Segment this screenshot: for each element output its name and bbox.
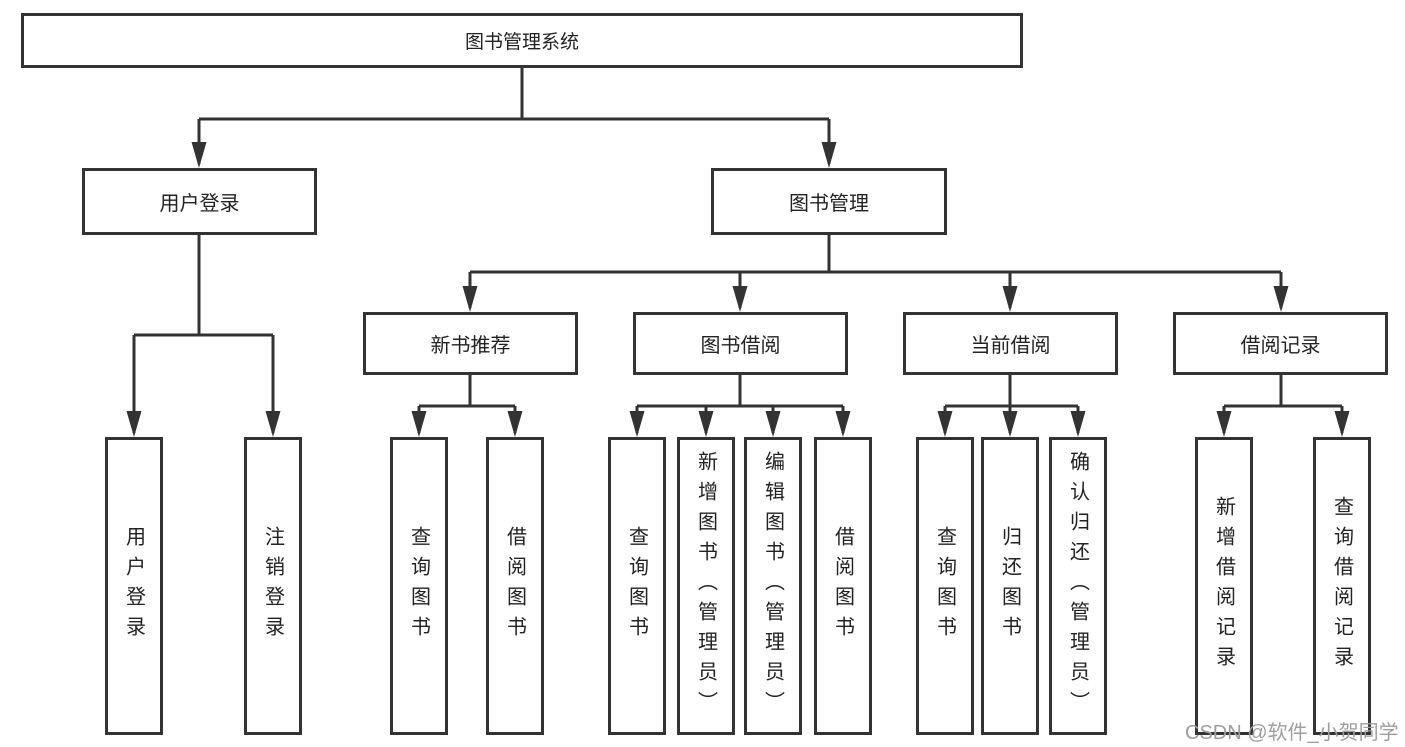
leaf-borrow-books-borrowing-label: 借阅图书: [831, 526, 854, 646]
leaf-query-books-borrowing: 查询图书: [608, 437, 666, 735]
leaf-edit-books-admin-label: 编辑图书（管理员）: [761, 451, 784, 721]
leaf-borrow-books-recommend-label: 借阅图书: [503, 526, 526, 646]
node-library-management-system: 图书管理系统: [21, 13, 1023, 68]
leaf-add-borrow-record: 新增借阅记录: [1195, 437, 1253, 735]
node-current-borrowing: 当前借阅: [903, 312, 1118, 375]
leaf-borrow-books-recommend: 借阅图书: [486, 437, 544, 735]
leaf-borrow-books-borrowing: 借阅图书: [814, 437, 872, 735]
leaf-query-borrow-record-label: 查询借阅记录: [1330, 496, 1353, 676]
leaf-confirm-return-admin-label: 确认归还（管理员）: [1066, 451, 1089, 721]
leaf-query-books-current: 查询图书: [916, 437, 974, 735]
leaf-edit-books-admin: 编辑图书（管理员）: [744, 437, 802, 735]
leaf-user-login: 用户登录: [105, 437, 163, 735]
leaf-logout-label: 注销登录: [261, 526, 284, 646]
leaf-user-login-label: 用户登录: [122, 526, 145, 646]
leaf-confirm-return-admin: 确认归还（管理员）: [1049, 437, 1107, 735]
leaf-query-borrow-record: 查询借阅记录: [1313, 437, 1371, 735]
leaf-add-books-admin: 新增图书（管理员）: [677, 437, 735, 735]
leaf-query-books-borrowing-label: 查询图书: [625, 526, 648, 646]
node-user-login: 用户登录: [82, 168, 317, 235]
node-borrowing-records: 借阅记录: [1173, 312, 1388, 375]
node-book-management: 图书管理: [711, 168, 947, 235]
leaf-return-books-label: 归还图书: [998, 526, 1021, 646]
leaf-logout: 注销登录: [244, 437, 302, 735]
node-book-borrowing: 图书借阅: [633, 312, 848, 375]
leaf-add-books-admin-label: 新增图书（管理员）: [694, 451, 717, 721]
csdn-watermark: CSDN @软件_小贺同学: [1185, 722, 1399, 744]
leaf-query-books-recommend: 查询图书: [390, 437, 448, 735]
leaf-return-books: 归还图书: [981, 437, 1039, 735]
node-new-book-recommendation: 新书推荐: [363, 312, 578, 375]
leaf-query-books-current-label: 查询图书: [933, 526, 956, 646]
leaf-add-borrow-record-label: 新增借阅记录: [1212, 496, 1235, 676]
leaf-query-books-recommend-label: 查询图书: [407, 526, 430, 646]
